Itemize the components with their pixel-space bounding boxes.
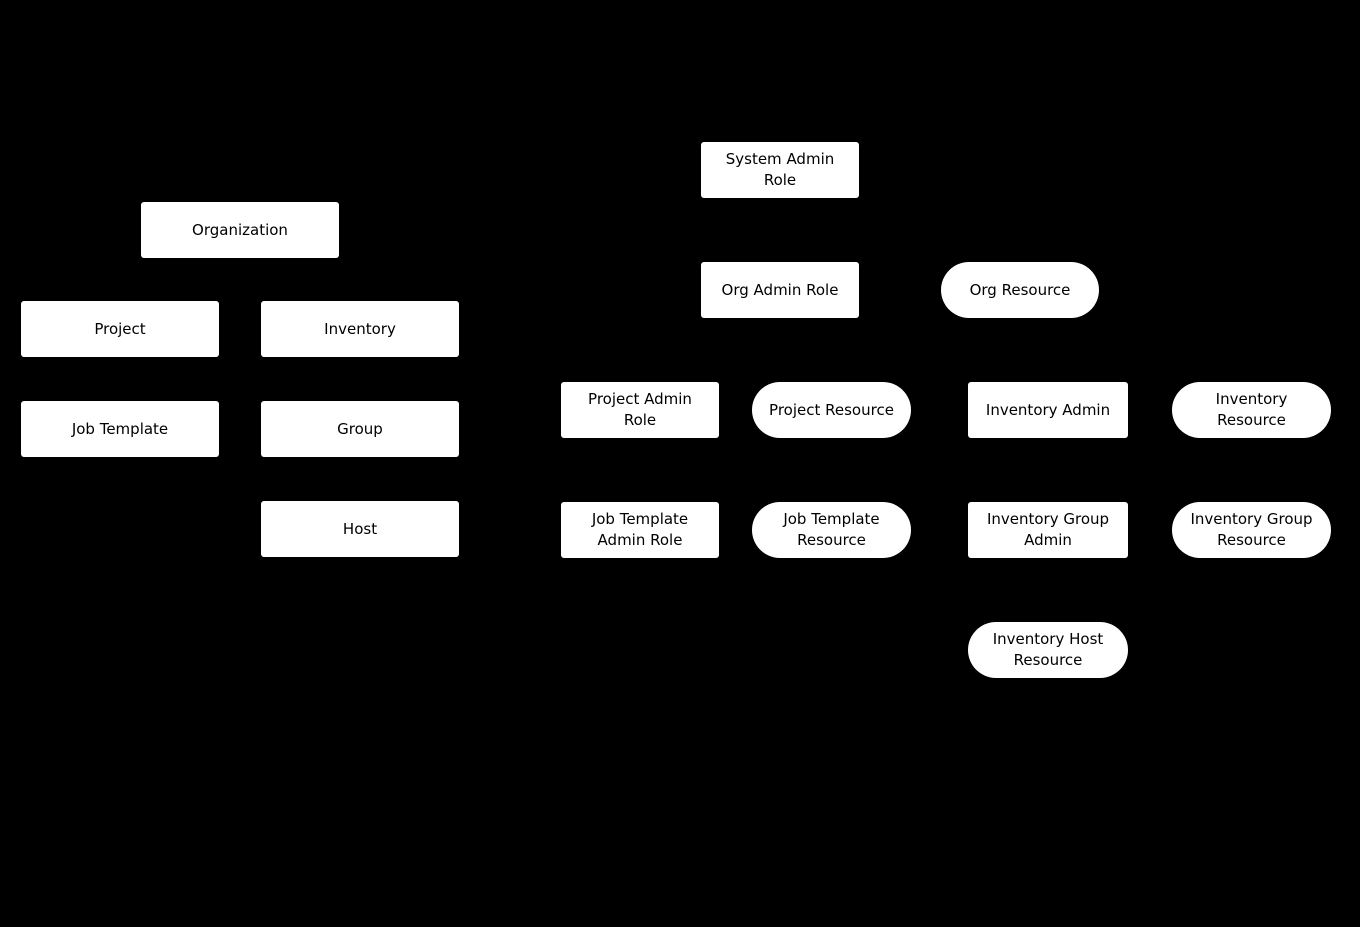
node-org-admin-role-label: Org Admin Role [721,280,839,299]
node-inventory-group-admin-label: Inventory Group Admin [986,510,1110,549]
node-inventory-resource-label: Inventory Resource [1215,390,1288,429]
node-job-template-resource: Job Template Resource [752,502,911,558]
node-job-template-resource-label: Job Template Resource [783,510,880,549]
node-job-template: Job Template [21,401,219,457]
node-inventory-host-resource-label: Inventory Host Resource [992,630,1104,669]
node-group-label: Group [337,419,383,438]
node-job-template-admin-role-label: Job Template Admin Role [591,510,689,549]
node-inventory-admin-label: Inventory Admin [985,400,1111,419]
node-org-resource-label: Org Resource [969,280,1071,299]
node-inventory: Inventory [261,301,459,357]
node-project: Project [21,301,219,357]
node-job-template-admin-role: Job Template Admin Role [561,502,719,558]
node-inventory-group-admin: Inventory Group Admin [968,502,1128,558]
node-system-admin-role-label: System Admin Role [725,150,835,189]
node-host-label: Host [342,519,378,538]
node-org-resource: Org Resource [941,262,1099,318]
node-project-resource: Project Resource [752,382,911,438]
node-project-resource-label: Project Resource [769,400,894,419]
node-group: Group [261,401,459,457]
node-inventory-resource: Inventory Resource [1172,382,1331,438]
node-organization: Organization [141,202,339,258]
node-job-template-label: Job Template [71,419,169,438]
node-inventory-host-resource: Inventory Host Resource [968,622,1128,678]
node-project-label: Project [94,319,146,338]
node-organization-label: Organization [192,220,288,239]
node-org-admin-role: Org Admin Role [701,262,859,318]
node-inventory-admin: Inventory Admin [968,382,1128,438]
node-host: Host [261,501,459,557]
node-inventory-group-resource: Inventory Group Resource [1172,502,1331,558]
node-inventory-label: Inventory [324,319,396,338]
node-project-admin-role-label: Project Admin Role [588,390,692,429]
node-inventory-group-resource-label: Inventory Group Resource [1190,510,1313,549]
node-system-admin-role: System Admin Role [701,142,859,198]
node-project-admin-role: Project Admin Role [561,382,719,438]
